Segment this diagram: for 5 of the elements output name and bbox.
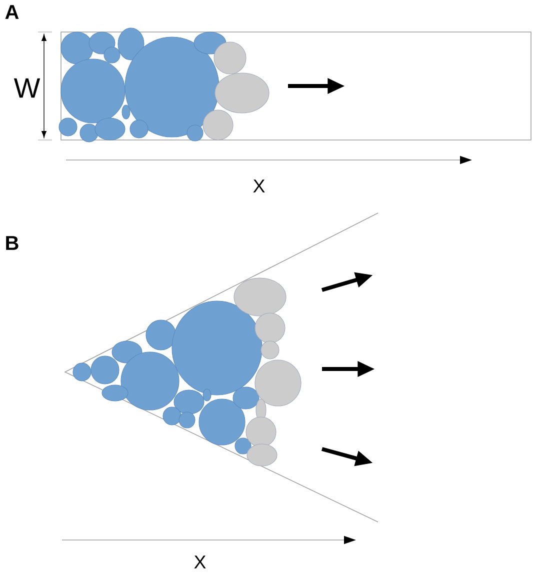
panel-label: A <box>5 5 19 19</box>
panel-label: B <box>6 236 18 250</box>
axis-label: X <box>194 556 206 568</box>
axis-label: X <box>253 180 265 192</box>
dimension-label: W <box>14 78 40 98</box>
